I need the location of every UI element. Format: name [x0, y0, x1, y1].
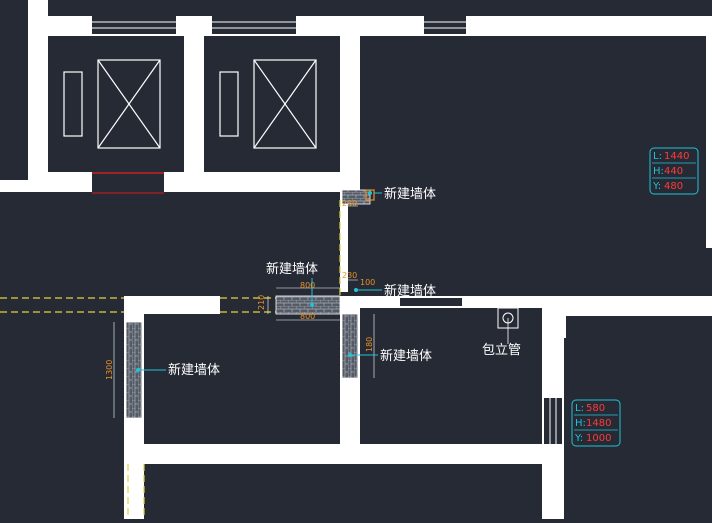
pipe-label: 包立管	[482, 343, 521, 358]
info-value: 1000	[586, 433, 611, 444]
new-wall-brick-top	[341, 189, 371, 205]
info-key: H:	[575, 418, 586, 429]
leader-dots	[136, 191, 372, 372]
shaft-symbols	[63, 59, 317, 149]
window-marks	[92, 16, 562, 444]
dimension-lines	[113, 205, 375, 418]
info-value: 1440	[664, 151, 689, 162]
dim-text: 230	[342, 271, 357, 280]
info-value: 440	[664, 166, 683, 177]
new-wall-brick-center	[341, 313, 359, 379]
info-value: 480	[664, 181, 683, 192]
info-key: Y:	[574, 433, 583, 444]
dim-text: 180	[365, 337, 374, 352]
dim-text: 230	[342, 199, 357, 208]
dim-text: 800	[300, 281, 315, 290]
new-wall-label: 新建墙体	[266, 261, 318, 277]
door-gap	[400, 298, 462, 306]
info-key: L:	[653, 151, 662, 162]
info-key: H:	[653, 166, 664, 177]
new-wall-label: 新建墙体	[168, 362, 220, 378]
info-box-1: L: 1440 H: 440 Y: 480	[649, 147, 699, 195]
info-box-2: L: 580 H: 1480 Y: 1000	[571, 399, 621, 447]
dim-text: 1300	[105, 360, 114, 380]
leader-lines	[138, 192, 382, 371]
dim-text: 100	[360, 278, 375, 287]
info-value: 580	[586, 403, 605, 414]
dim-text: 210	[257, 295, 266, 310]
marker-box	[365, 189, 375, 201]
info-key: Y:	[652, 181, 661, 192]
new-wall-label: 新建墙体	[384, 283, 436, 299]
new-wall-label: 新建墙体	[384, 186, 436, 202]
new-wall-label: 新建墙体	[380, 348, 432, 364]
dim-text: 800	[300, 312, 315, 321]
door-opening	[92, 172, 164, 194]
info-key: L:	[575, 403, 584, 414]
new-wall-brick-horizontal	[275, 295, 341, 315]
info-value: 1480	[586, 418, 611, 429]
